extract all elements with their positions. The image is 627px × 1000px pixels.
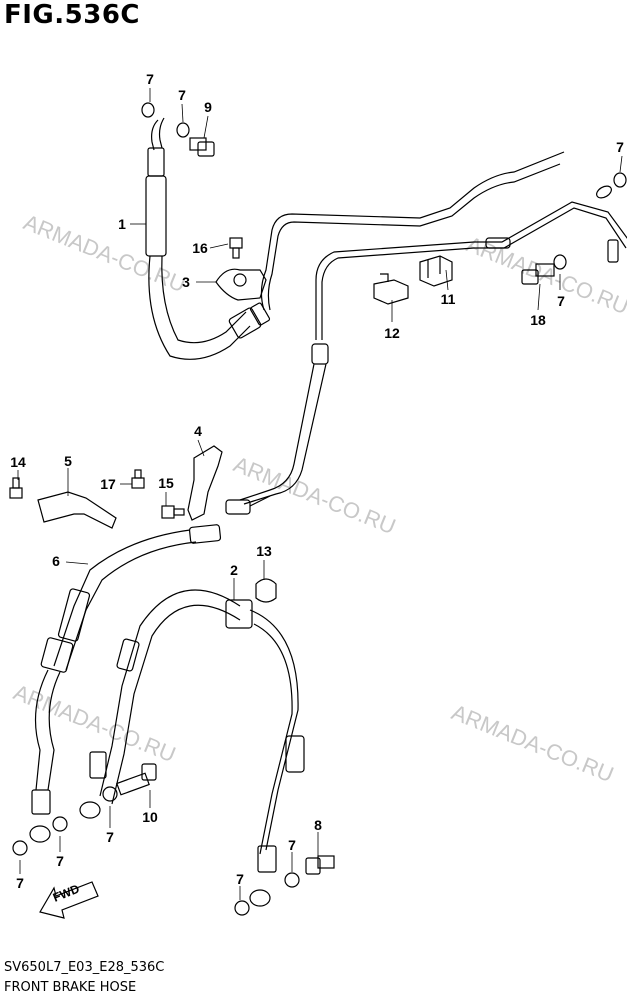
part-7-washer: [102, 786, 118, 802]
callout-1: 1: [118, 216, 126, 232]
callout-18: 18: [530, 312, 546, 328]
callout-11: 11: [441, 291, 456, 307]
model-code: SV650L7_E03_E28_536C: [4, 960, 165, 975]
callout-17: 17: [100, 476, 116, 492]
forward-direction-arrow: FWD: [39, 881, 99, 919]
callout-7: 7: [16, 875, 24, 891]
part-7-washer: [52, 816, 68, 832]
callout-7: 7: [146, 71, 154, 87]
callout-7: 7: [288, 837, 296, 853]
callout-8: 8: [314, 817, 322, 833]
callout-12: 12: [384, 325, 400, 341]
callout-7: 7: [557, 293, 565, 309]
rigid-brake-pipe-upper: [260, 151, 612, 311]
part-9-union-bolt: [189, 137, 215, 157]
part-7-washer: [553, 254, 567, 270]
callout-15: 15: [158, 475, 174, 491]
part-2-right-brake-hose: [79, 589, 305, 907]
figure-title: FIG.536C: [4, 0, 141, 30]
part-7-washer: [234, 900, 250, 916]
callout-10: 10: [142, 809, 158, 825]
watermark: ARMADA-CO.RU: [20, 209, 189, 297]
leader-lines: [17, 88, 623, 900]
part-7-washer: [12, 840, 28, 856]
part-16-bolt: [229, 237, 243, 259]
part-8-union-bolt: [305, 855, 335, 875]
callout-13: 13: [256, 543, 272, 559]
callout-4: 4: [194, 423, 202, 439]
part-4-bracket: [187, 445, 223, 521]
part-7-washer: [613, 172, 627, 188]
callout-3: 3: [182, 274, 190, 290]
part-14-bolt: [9, 477, 23, 499]
part-12-clip: [373, 273, 409, 305]
part-3-clamp: [215, 268, 267, 301]
part-11-clamp: [419, 255, 453, 287]
callout-7: 7: [106, 829, 114, 845]
part-6-left-brake-hose: [29, 524, 222, 843]
figure-name: FRONT BRAKE HOSE: [4, 980, 137, 995]
part-10-union-bolt: [116, 763, 157, 796]
callout-6: 6: [52, 553, 60, 569]
part-18-union-bolt: [521, 263, 555, 285]
callout-16: 16: [192, 240, 208, 256]
part-13-clamp: [255, 578, 277, 603]
callout-7: 7: [236, 871, 244, 887]
part-7-washer: [176, 122, 190, 138]
part-17-bolt: [131, 469, 145, 489]
part-5-bracket: [37, 491, 117, 529]
callout-7: 7: [56, 853, 64, 869]
callout-7: 7: [616, 139, 624, 155]
callout-7: 7: [178, 87, 186, 103]
watermark: ARMADA-CO.RU: [463, 231, 627, 319]
rigid-brake-pipe-lower: [239, 201, 627, 505]
callout-labels: 7 7 9 7 1 16 3 7 18 11 12 4 14 5 17 15 6…: [10, 71, 624, 891]
watermark: ARMADA-CO.RU: [448, 699, 617, 787]
callout-14: 14: [10, 454, 26, 470]
part-1-upper-brake-hose: [145, 117, 271, 360]
part-15-bolt: [161, 505, 185, 519]
three-way-joint: [225, 495, 271, 515]
callout-5: 5: [64, 453, 72, 469]
callout-9: 9: [204, 99, 212, 115]
part-7-washer: [141, 102, 155, 118]
part-7-washer: [284, 872, 300, 888]
callout-2: 2: [230, 562, 238, 578]
